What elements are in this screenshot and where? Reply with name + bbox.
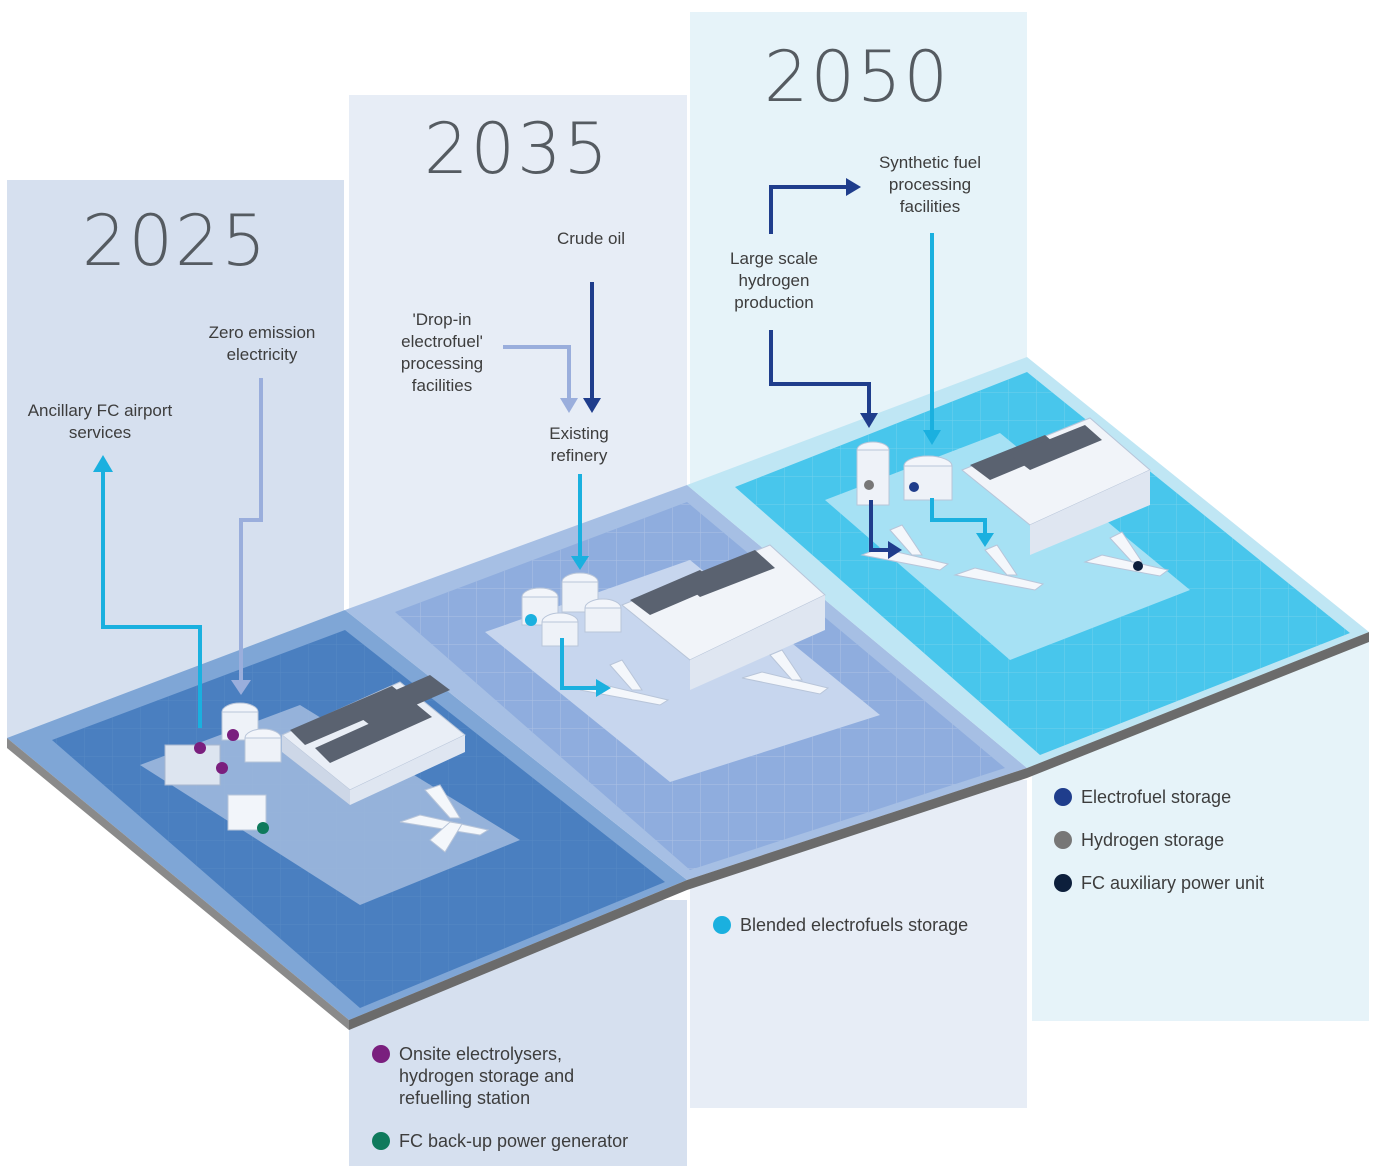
- legend-text-electrofuel: Electrofuel storage: [1081, 787, 1232, 807]
- arrow-zero-emission-head: [231, 680, 251, 695]
- legend-item-hydrogen: Hydrogen storage: [1054, 829, 1354, 851]
- marker-hydrogen-storage: [864, 480, 874, 490]
- marker-blended-storage: [525, 614, 537, 626]
- marker-electrolyser-1: [227, 729, 239, 741]
- legend-text-blended: Blended electrofuels storage: [740, 915, 969, 935]
- label-synthetic-fuel: Synthetic fuel processing facilities: [878, 153, 982, 216]
- legend-dot-navy: [1054, 788, 1072, 806]
- arrow-hydrogen-to-synthetic-head: [846, 178, 861, 196]
- legend-item-blended: Blended electrofuels storage: [713, 914, 1023, 936]
- legend-text-electrolysers: Onsite electrolysers, hydrogen storage a…: [399, 1044, 575, 1108]
- planes-2050: [860, 524, 1170, 591]
- slab-2025: [7, 610, 687, 1030]
- label-refinery: Existing refinery: [549, 424, 609, 465]
- tanks-2050: [856, 441, 953, 506]
- arrow-ancillary-head: [93, 455, 113, 472]
- arrow-crude-oil-head: [583, 398, 601, 413]
- marker-backup-generator: [257, 822, 269, 834]
- label-zero-emission: Zero emission electricity: [208, 323, 316, 364]
- arrow-h2-to-plane-2050-head: [888, 541, 902, 559]
- label-ancillary-services: Ancillary FC airport services: [27, 401, 173, 442]
- arrow-hydrogen-down-head: [860, 413, 878, 428]
- legend-dot-cyan: [713, 916, 731, 934]
- arrow-h2-to-plane-2050: [869, 500, 890, 552]
- year-2050-title: 2050: [763, 36, 951, 118]
- arrow-ancillary: [101, 468, 202, 728]
- plane-2025: [399, 784, 490, 853]
- arrow-fuel-to-plane-2050-head: [976, 533, 994, 547]
- legend-item-backup: FC back-up power generator: [372, 1130, 682, 1152]
- label-hydrogen-production: Large scale hydrogen production: [730, 249, 818, 312]
- legend-dot-black-navy: [1054, 874, 1072, 892]
- arrow-storage-to-plane-2035-head: [596, 679, 611, 697]
- arrow-storage-to-plane-2035: [560, 638, 598, 690]
- arrow-hydrogen-down: [769, 330, 871, 415]
- arrow-fuel-to-plane-2050: [930, 498, 987, 535]
- marker-apu: [1133, 561, 1143, 571]
- arrow-synthetic-down-head: [923, 430, 941, 445]
- arrow-drop-in-head: [560, 398, 578, 413]
- arrow-zero-emission: [239, 378, 263, 682]
- legend-dot-purple: [372, 1045, 390, 1063]
- marker-electrolyser-3: [216, 762, 228, 774]
- marker-electrolyser-2: [194, 742, 206, 754]
- hangars-2050: [961, 417, 1151, 555]
- arrow-refinery-head: [571, 556, 589, 570]
- hangars-2035: [621, 544, 826, 690]
- legend-text-hydrogen: Hydrogen storage: [1081, 830, 1225, 850]
- hangars-2025: [281, 675, 466, 805]
- legend-dot-green: [372, 1132, 390, 1150]
- legend-text-apu: FC auxiliary power unit: [1081, 873, 1265, 893]
- label-drop-in: 'Drop-in electrofuel' processing facilit…: [400, 310, 484, 395]
- legend-text-backup: FC back-up power generator: [399, 1131, 629, 1151]
- year-2025-title: 2025: [81, 200, 269, 282]
- year-2035-title: 2035: [423, 108, 611, 190]
- label-crude-oil: Crude oil: [556, 229, 626, 248]
- arrow-hydrogen-to-synthetic: [769, 185, 848, 234]
- legend-item-electrolysers: Onsite electrolysers, hydrogen storage a…: [372, 1043, 672, 1109]
- marker-electrofuel-storage: [909, 482, 919, 492]
- arrow-drop-in: [503, 345, 571, 400]
- legend-dot-grey: [1054, 831, 1072, 849]
- legend-item-apu: FC auxiliary power unit: [1054, 872, 1354, 894]
- legend-item-electrofuel: Electrofuel storage: [1054, 786, 1354, 808]
